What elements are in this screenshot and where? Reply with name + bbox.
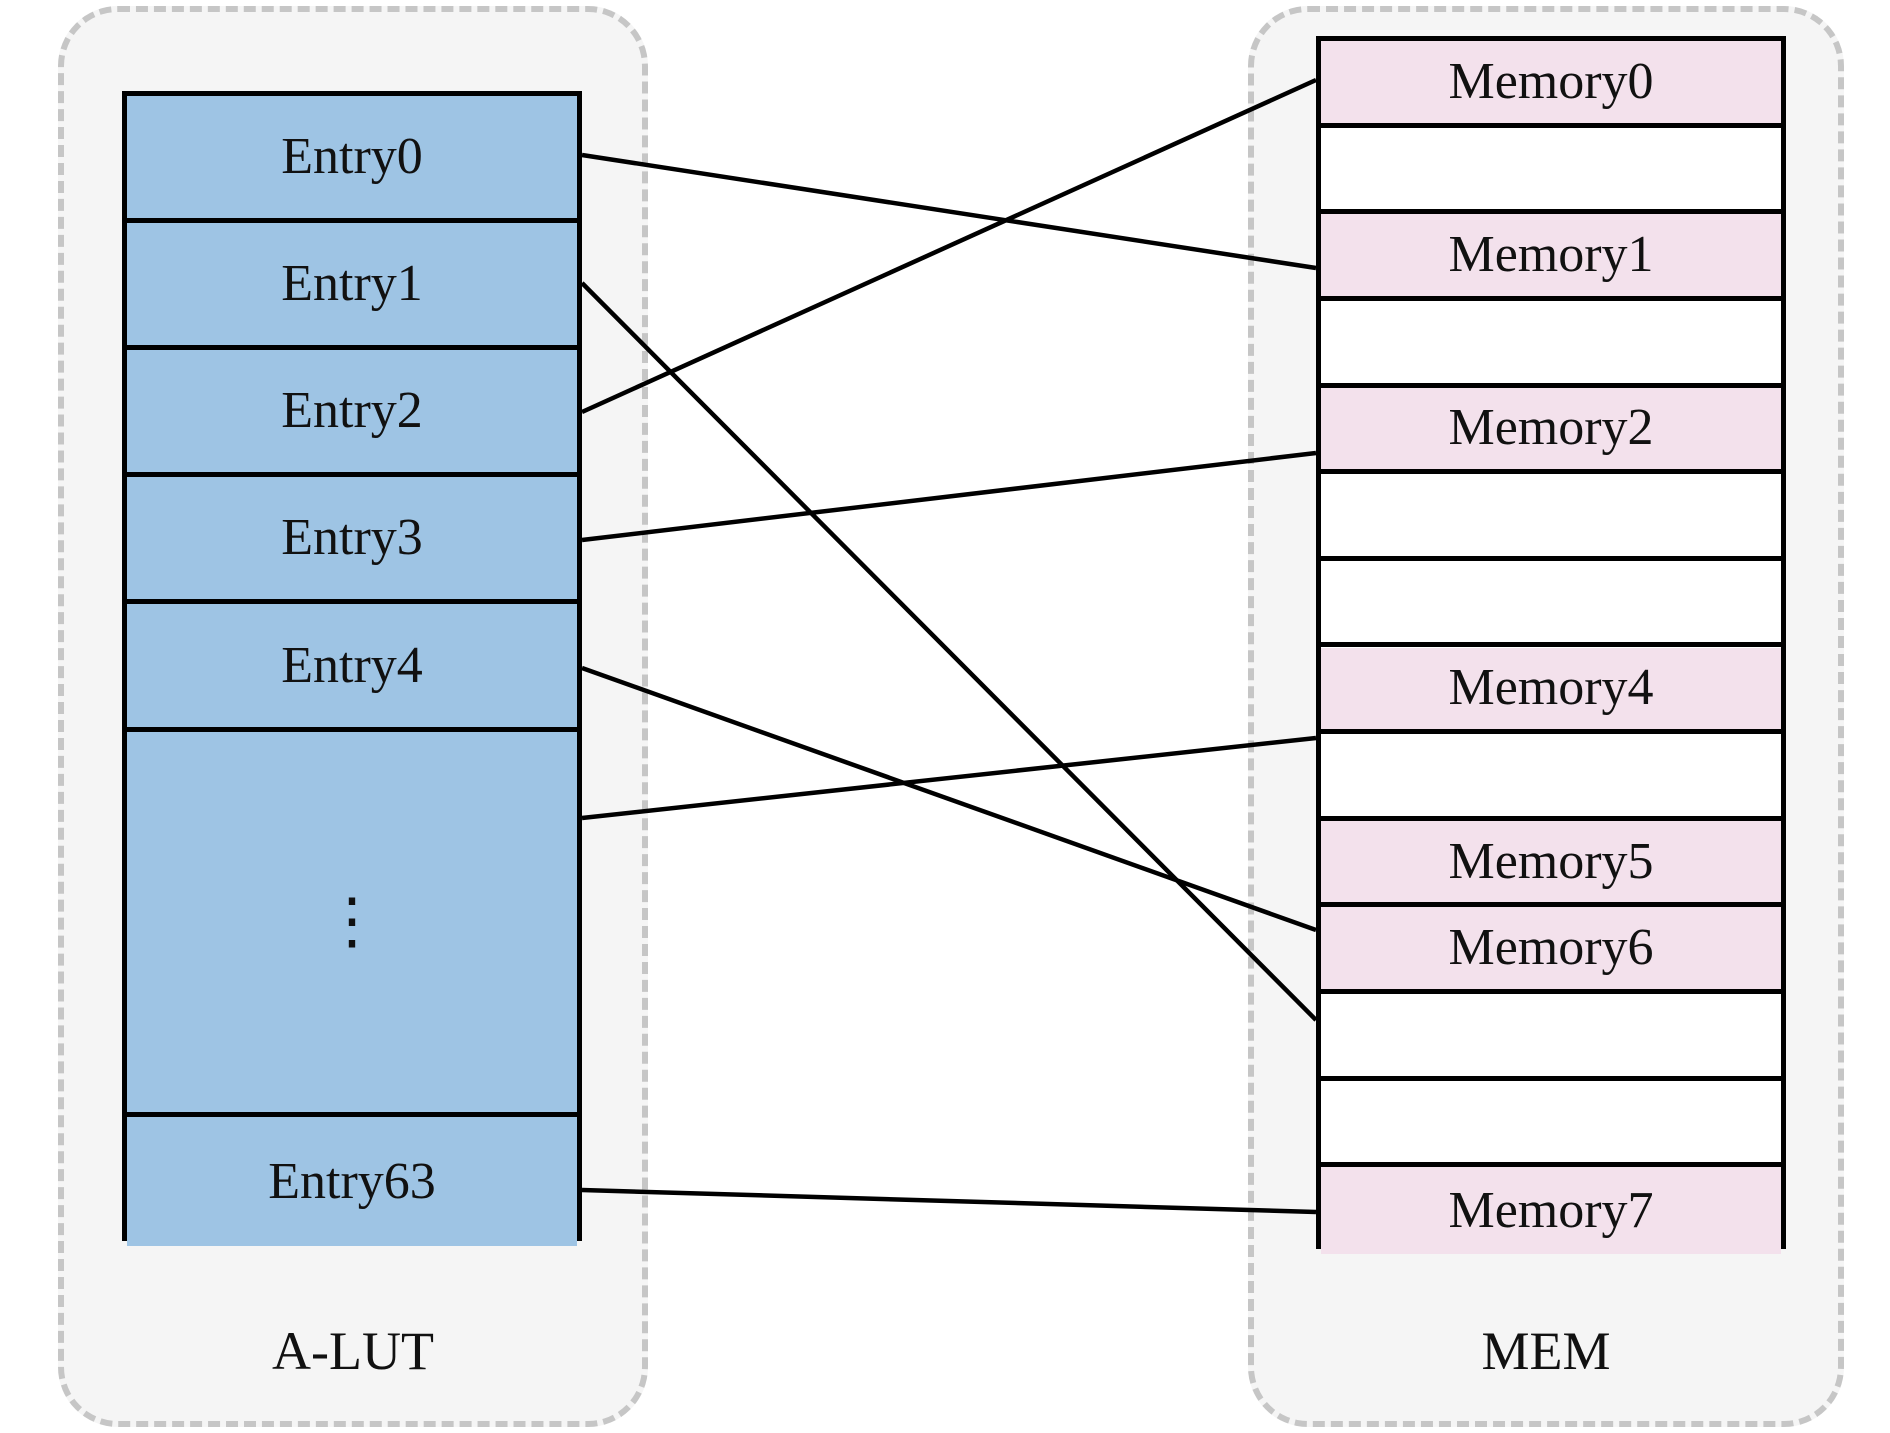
connection-line xyxy=(581,665,1317,933)
mem-row[interactable] xyxy=(1321,300,1781,388)
a-lut-row[interactable]: Entry0 xyxy=(127,96,577,223)
connection-line xyxy=(581,1187,1317,1215)
mem-row[interactable] xyxy=(1321,734,1781,821)
mem-row[interactable]: Memory4 xyxy=(1321,647,1781,735)
connection-line xyxy=(580,281,1318,1022)
mem-row[interactable]: Memory6 xyxy=(1321,907,1781,995)
connection-line xyxy=(581,77,1317,415)
a-lut-row-label: Entry0 xyxy=(281,128,423,185)
mem-row[interactable] xyxy=(1321,560,1781,648)
a-lut-row[interactable]: Entry4 xyxy=(127,604,577,732)
mem-row-label: Memory2 xyxy=(1448,399,1654,457)
mem-row[interactable] xyxy=(1321,474,1781,561)
mem-row-label: Memory1 xyxy=(1448,226,1654,284)
a-lut-row-label: Entry1 xyxy=(281,255,423,312)
connection-line xyxy=(581,735,1317,821)
a-lut-row-label: ⋮ xyxy=(321,888,383,956)
mem-row-label: Memory0 xyxy=(1448,52,1654,110)
mem-row[interactable] xyxy=(1321,994,1781,1081)
a-lut-row-label: Entry4 xyxy=(281,636,423,694)
mem-row[interactable]: Memory0 xyxy=(1321,41,1781,128)
mem-row[interactable] xyxy=(1321,127,1781,215)
a-lut-row-label: Entry63 xyxy=(268,1152,436,1210)
a-lut-row[interactable]: ⋮ xyxy=(127,732,577,1117)
mem-row-label: Memory6 xyxy=(1448,919,1654,977)
a-lut-row[interactable]: Entry1 xyxy=(127,223,577,350)
mem-row[interactable] xyxy=(1321,1080,1781,1168)
connection-line xyxy=(581,450,1317,543)
mem-row-label: Memory7 xyxy=(1448,1181,1654,1239)
a-lut-row[interactable]: Entry63 xyxy=(127,1117,577,1246)
mem-row-label: Memory4 xyxy=(1448,659,1654,717)
group-label-a-lut: A-LUT xyxy=(272,1321,434,1381)
mem-row[interactable]: Memory7 xyxy=(1321,1167,1781,1254)
mem-row[interactable]: Memory2 xyxy=(1321,387,1781,475)
a-lut-row-label: Entry3 xyxy=(281,509,423,566)
a-lut-row[interactable]: Entry3 xyxy=(127,477,577,604)
group-label-mem: MEM xyxy=(1481,1321,1611,1381)
a-lut-row-label: Entry2 xyxy=(281,382,423,439)
connection-line xyxy=(581,152,1317,271)
mem-row[interactable]: Memory5 xyxy=(1321,820,1781,908)
a-lut-row[interactable]: Entry2 xyxy=(127,350,577,477)
mem-row[interactable]: Memory1 xyxy=(1321,214,1781,301)
mem-row-label: Memory5 xyxy=(1448,832,1654,890)
